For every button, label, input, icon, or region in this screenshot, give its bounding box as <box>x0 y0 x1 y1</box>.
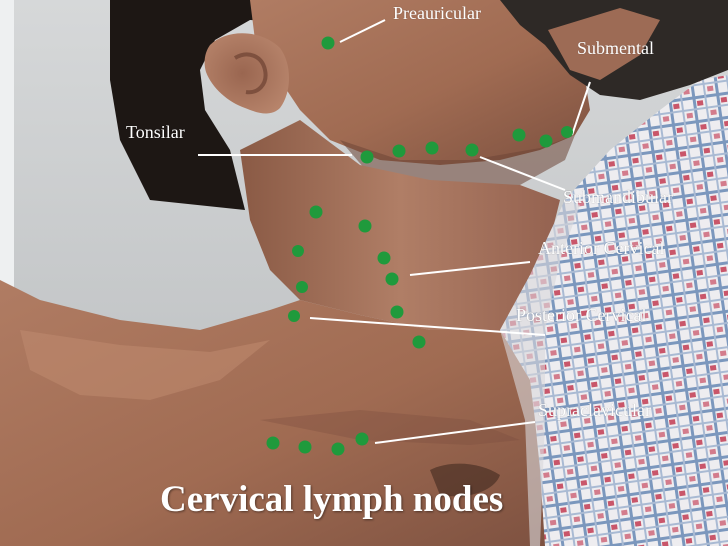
lymph-node-markers <box>266 36 573 456</box>
label-anterior-cervical: Anterior Cervical <box>538 238 665 258</box>
label-tonsilar: Tonsilar <box>126 122 185 142</box>
label-preauricular: Preauricular <box>393 3 481 23</box>
node-marker <box>292 245 304 257</box>
node-marker <box>377 251 391 265</box>
pointer-lines <box>198 19 591 444</box>
node-marker <box>385 272 399 286</box>
node-marker <box>355 432 369 446</box>
label-supraclavicular: Supraclavicular <box>538 400 651 420</box>
node-marker <box>539 134 553 148</box>
node-marker <box>465 143 479 157</box>
node-marker <box>512 128 526 142</box>
node-marker <box>296 281 308 293</box>
node-marker <box>298 440 312 454</box>
node-marker <box>358 219 372 233</box>
node-marker <box>288 310 300 322</box>
label-posterior-cervical: Posterior Cervical <box>516 305 647 325</box>
node-marker <box>425 141 439 155</box>
node-marker <box>390 305 404 319</box>
slide-title: Cervical lymph nodes <box>160 479 504 520</box>
node-marker <box>331 442 345 456</box>
node-marker <box>392 144 406 158</box>
label-submental: Submental <box>577 38 654 58</box>
node-marker <box>321 36 335 50</box>
node-marker <box>561 126 573 138</box>
label-submandibular: Submandibular <box>563 187 673 207</box>
node-marker <box>266 436 280 450</box>
node-marker <box>412 335 426 349</box>
node-marker <box>360 150 374 164</box>
node-marker <box>309 205 323 219</box>
